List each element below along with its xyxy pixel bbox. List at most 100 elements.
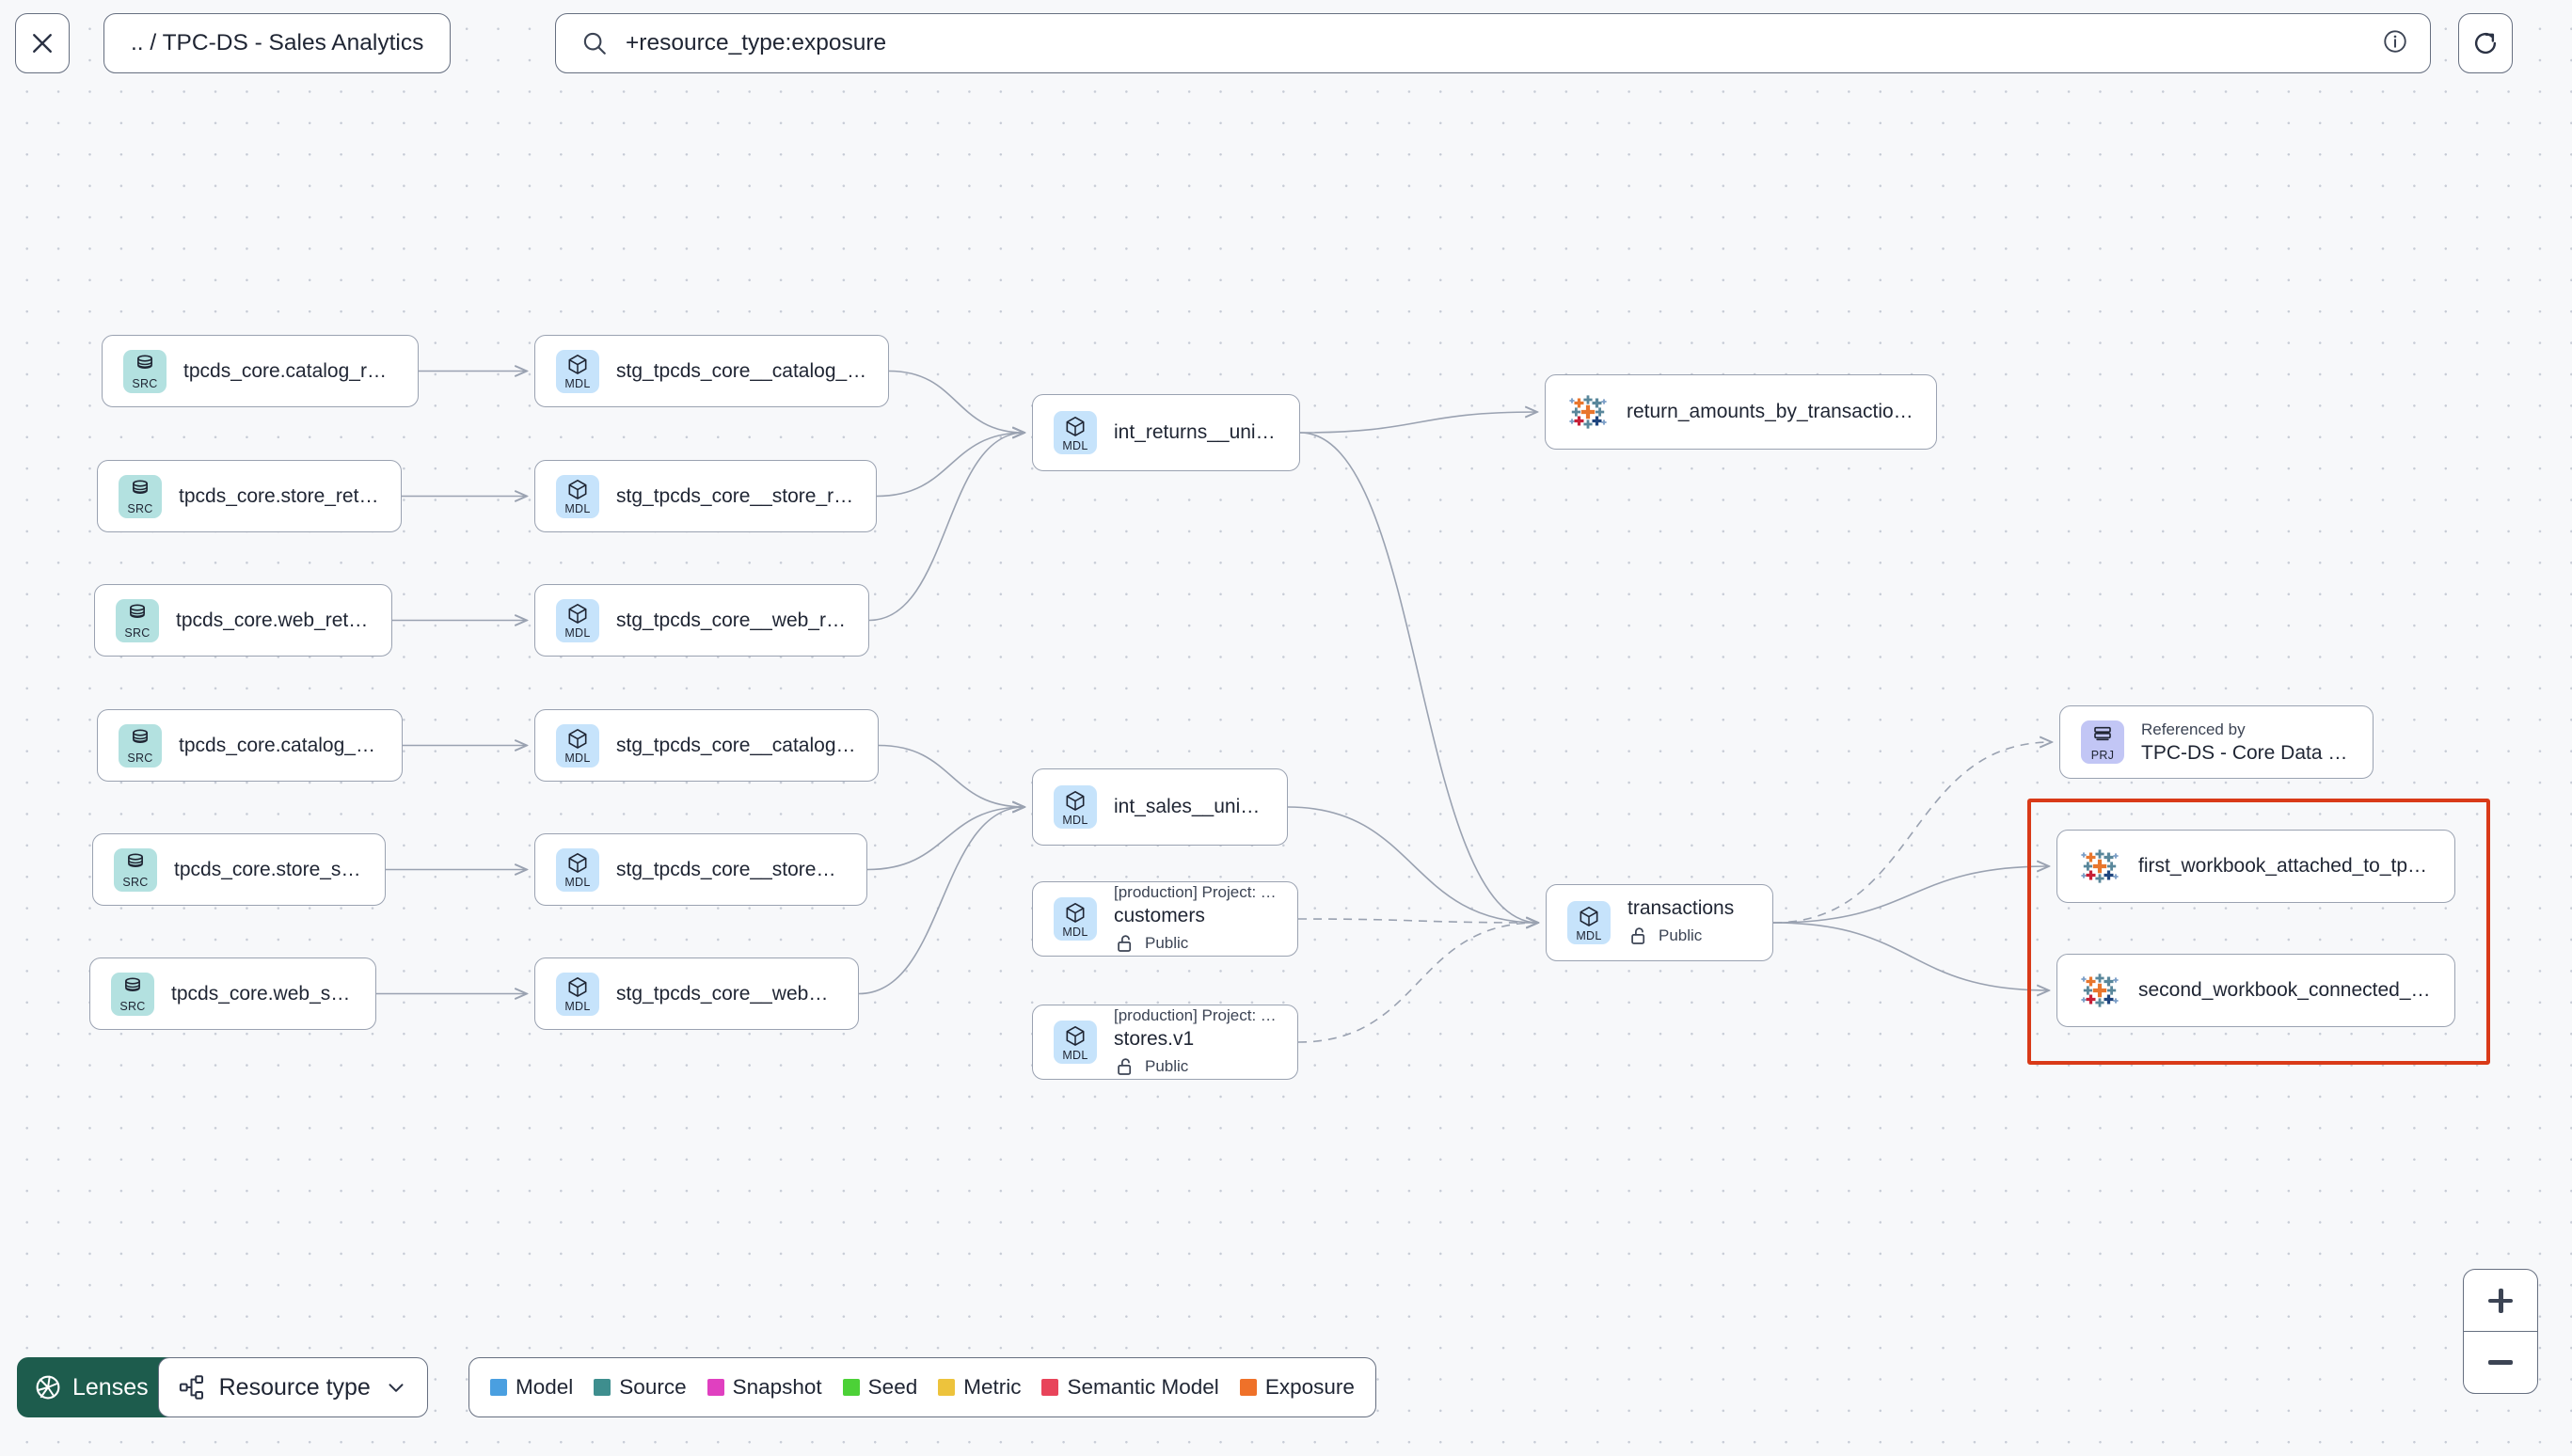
legend-item[interactable]: Source [594,1375,687,1400]
node-labels: stg_tpcds_core__store_sales [616,859,846,881]
zoom-in-button[interactable] [2464,1270,2537,1332]
graph-node-stg_web_sales[interactable]: MDL stg_tpcds_core__web_sales [534,957,859,1030]
graph-node-src_store_returns[interactable]: SRC tpcds_core.store_returns [97,460,402,532]
node-visibility-label: Public [1659,926,1703,944]
graph-node-first_workbook[interactable]: first_workbook_attached_to_tpc-ds_-_… [2056,830,2455,903]
node-title: stg_tpcds_core__web_sales [616,982,837,1005]
search-bar[interactable] [555,13,2431,73]
legend-item[interactable]: Semantic Model [1041,1375,1219,1400]
legend-swatch [594,1379,611,1396]
node-badge-mdl: MDL [1054,785,1097,829]
cube-icon [568,480,587,499]
node-badge-label: MDL [564,752,591,765]
refresh-icon [2474,32,2497,55]
legend-label: Snapshot [732,1375,822,1399]
node-labels: tpcds_core.catalog_returns [183,360,397,383]
node-title: int_returns__unioned [1114,421,1278,443]
unlock-icon [1631,927,1645,944]
tableau-icon [1569,395,1607,429]
legend-item[interactable]: Metric [938,1375,1021,1400]
node-badge-label: MDL [1576,928,1602,942]
unlock-icon [1118,934,1132,952]
graph-node-customers[interactable]: MDL[production] Project: TPC-DS - Core D… [1032,881,1298,957]
node-visibility-badge: Public [1114,931,1277,956]
node-labels: [production] Project: TPC-DS - Core Data… [1114,1006,1277,1079]
cube-icon [1066,416,1085,436]
node-badge-label: PRJ [2090,748,2115,762]
graph-node-src_catalog_returns[interactable]: SRC tpcds_core.catalog_returns [102,335,419,407]
node-badge-label: SRC [122,876,149,889]
node-badge-label: MDL [1062,925,1088,939]
close-button[interactable] [15,13,70,73]
node-labels: first_workbook_attached_to_tpc-ds_-_… [2138,855,2434,878]
cube-icon [568,604,587,624]
legend-label: Model [516,1375,574,1399]
node-visibility-badge: Public [1114,1054,1277,1079]
node-title: stg_tpcds_core__store_returns [616,484,855,507]
node-badge-mdl: MDL [556,972,599,1016]
cube-icon [1066,1025,1085,1046]
node-title: second_workbook_connected_to_live… [2138,979,2434,1001]
search-input[interactable] [626,30,2370,56]
unlock-icon [1118,1057,1132,1075]
legend-item[interactable]: Snapshot [707,1375,822,1400]
database-icon [133,480,148,494]
node-badge-label: SRC [132,377,158,390]
info-icon[interactable] [2381,27,2409,60]
plus-icon [2488,1288,2513,1313]
node-visibility-badge: Public [1627,924,1734,948]
node-badge-mdl: MDL [556,349,599,393]
breadcrumb[interactable]: .. / TPC-DS - Sales Analytics [103,13,452,73]
node-title: tpcds_core.store_sales [174,858,364,880]
refresh-button[interactable] [2458,13,2513,73]
node-badge-mdl: MDL [1567,901,1611,944]
tableau-icon [2081,849,2119,883]
close-icon [33,34,52,53]
node-labels: second_workbook_connected_to_live… [2138,979,2434,1002]
graph-node-src_store_sales[interactable]: SRC tpcds_core.store_sales [92,833,386,906]
legend-item[interactable]: Exposure [1239,1375,1355,1400]
node-badge-plain [2078,969,2121,1012]
graph-node-return_amounts[interactable]: return_amounts_by_transaction_type [1545,374,1937,450]
cube-icon [1066,790,1085,811]
node-title: tpcds_core.store_returns [179,484,380,507]
node-subtitle: Referenced by [2141,720,2246,738]
node-badge-mdl: MDL [1054,1021,1097,1064]
legend-swatch [1041,1379,1059,1396]
graph-node-stores_v1[interactable]: MDL [production] Project: TPC-DS - Core D… [1032,1005,1298,1080]
node-badge-label: SRC [127,502,153,515]
node-title: return_amounts_by_transaction_type [1627,401,1915,422]
node-badge-prj: PRJ [2081,720,2124,764]
node-badge-label: MDL [564,1000,591,1013]
database-icon [125,977,140,991]
cube-icon [568,355,587,374]
zoom-out-button[interactable] [2464,1332,2537,1393]
node-badge-src: SRC [119,474,162,518]
top-toolbar: .. / TPC-DS - Sales Analytics [0,0,2572,111]
legend-label: Source [619,1375,687,1399]
resource-type-dropdown[interactable]: Resource type [157,1357,428,1417]
cube-icon [1580,906,1598,926]
zoom-controls [2463,1269,2538,1394]
legend-label: Exposure [1264,1375,1355,1399]
legend-item[interactable]: Seed [842,1375,917,1400]
graph-node-second_workbook[interactable]: second_workbook_connected_to_live… [2056,954,2455,1027]
legend-item[interactable]: Model [490,1375,573,1400]
lenses-button[interactable]: Lenses [17,1357,169,1417]
node-badge-src: SRC [116,598,159,642]
